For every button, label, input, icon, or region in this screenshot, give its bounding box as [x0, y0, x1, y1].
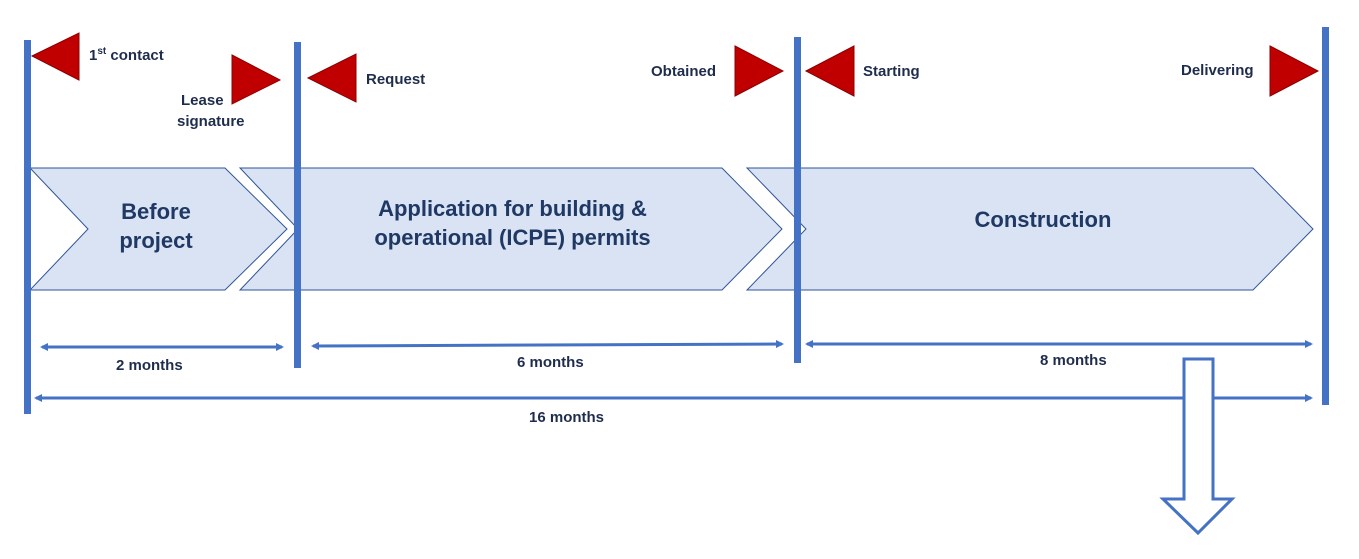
flag-label-first-contact: 1st contact — [89, 46, 164, 64]
first-contact-text: contact — [106, 47, 164, 64]
duration-label-total: 16 months — [529, 409, 605, 426]
flag-label-delivering: Delivering — [1181, 62, 1254, 79]
lease-line-1: Lease — [181, 92, 224, 109]
phase-label-application: Application for building & operational (… — [340, 195, 685, 252]
phase-chevron-before — [28, 167, 288, 291]
phase-before-line-1: Before — [121, 199, 191, 224]
flag-label-request: Request — [366, 71, 426, 88]
flag-delivering-icon — [1269, 45, 1320, 97]
flag-lease-signature-icon — [231, 54, 282, 105]
phase-label-before: Before project — [96, 198, 216, 255]
phase-application-line-2: operational (ICPE) permits — [374, 224, 651, 250]
phase-chevron-construction — [745, 167, 1314, 291]
milestone-line-delivery — [1322, 27, 1329, 405]
phase-before-line-2: project — [119, 227, 193, 253]
flag-label-lease-signature: Lease signature — [177, 90, 245, 132]
first-contact-ordinal: 1 — [89, 47, 98, 64]
phase-application-line-1: Application for building & — [378, 196, 647, 221]
flag-request-icon — [306, 53, 357, 103]
duration-label-application: 6 months — [517, 354, 584, 371]
phase-label-construction: Construction — [974, 207, 1112, 232]
duration-label-before: 2 months — [116, 357, 183, 374]
flag-obtained-icon — [734, 45, 785, 97]
milestone-line-construction-start — [794, 37, 801, 363]
duration-arrow-application — [311, 340, 784, 350]
flag-starting-icon — [804, 45, 855, 97]
lease-line-2: signature — [177, 113, 245, 130]
flag-label-starting: Starting — [863, 63, 920, 80]
down-arrow-icon — [1159, 357, 1236, 536]
milestone-line-start — [24, 40, 31, 414]
milestone-line-permit-request — [294, 42, 301, 368]
first-contact-suffix: st — [97, 46, 107, 57]
duration-label-construction: 8 months — [1040, 352, 1107, 369]
flag-first-contact-icon — [30, 32, 80, 81]
flag-label-obtained: Obtained — [651, 63, 717, 80]
